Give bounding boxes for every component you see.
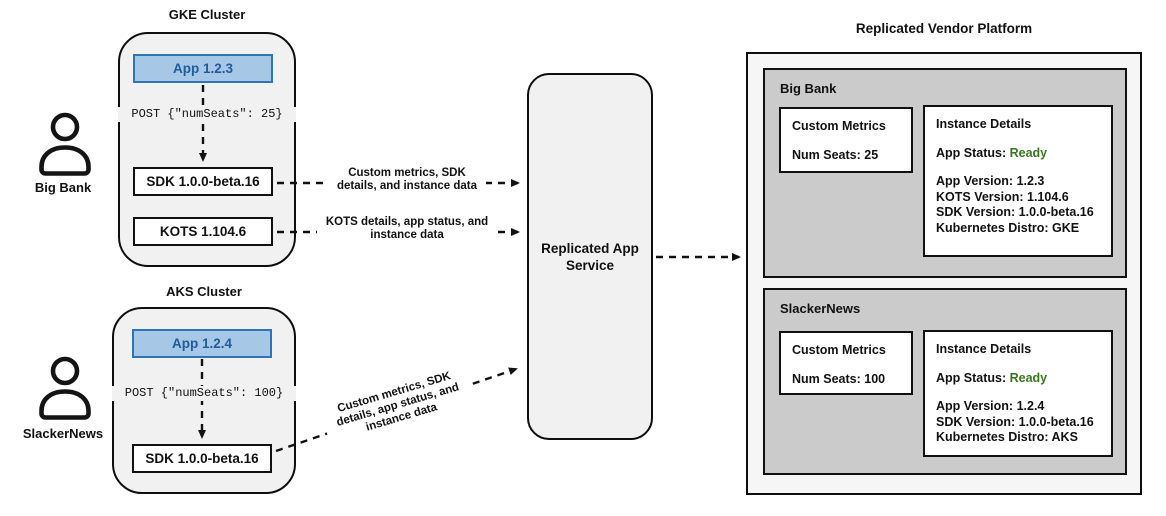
replicated-app-service-box: Replicated App Service — [527, 73, 653, 440]
app-status-line: App Status: Ready — [936, 146, 1100, 161]
instance-detail-lines: App Version: 1.2.3 KOTS Version: 1.104.6… — [936, 174, 1100, 236]
instance-details-title: Instance Details — [936, 117, 1032, 131]
aks-app-version-box: App 1.2.4 — [132, 329, 272, 358]
detail-line: App Version: 1.2.3 — [936, 174, 1045, 188]
custom-metrics-box-big-bank: Custom Metrics Num Seats: 25 — [779, 107, 913, 173]
gke-post-request-label: POST {"numSeats": 25} — [118, 107, 296, 122]
app-status-value: Ready — [1009, 371, 1048, 385]
app-status-line: App Status: Ready — [936, 371, 1100, 386]
gke-app-version-box: App 1.2.3 — [133, 54, 273, 83]
arrow-label-sdk-data: Custom metrics, SDK details, and instanc… — [328, 167, 486, 193]
slackernews-user-icon — [39, 356, 91, 420]
detail-line: App Version: 1.2.4 — [936, 399, 1045, 413]
instance-details-box-big-bank: Instance Details App Status: Ready App V… — [923, 105, 1113, 257]
custom-metrics-title: Custom Metrics — [792, 343, 886, 357]
aks-cluster-title: AKS Cluster — [166, 284, 242, 299]
tenant-name-big-bank: Big Bank — [780, 81, 837, 96]
detail-line: Kubernetes Distro: GKE — [936, 220, 1080, 235]
instance-detail-lines: App Version: 1.2.4 SDK Version: 1.0.0-be… — [936, 399, 1100, 446]
detail-line: SDK Version: 1.0.0-beta.16 — [936, 205, 1094, 219]
aks-post-request-label: POST {"numSeats": 100} — [112, 386, 296, 401]
big-bank-user-icon — [39, 112, 91, 176]
vendor-platform-title: Replicated Vendor Platform — [855, 21, 1033, 36]
app-status-label: App Status: — [936, 146, 1010, 160]
aks-sdk-box: SDK 1.0.0-beta.16 — [132, 444, 272, 473]
custom-metrics-box-slackernews: Custom Metrics Num Seats: 100 — [779, 331, 913, 395]
tenant-name-slackernews: SlackerNews — [780, 301, 861, 316]
detail-line: SDK Version: 1.0.0-beta.16 — [936, 414, 1094, 429]
instance-details-title: Instance Details — [936, 342, 1032, 356]
gke-cluster-title: GKE Cluster — [168, 7, 246, 22]
detail-line: KOTS Version: 1.104.6 — [936, 189, 1069, 204]
replicated-app-service-label: Replicated App Service — [541, 240, 639, 273]
gke-kots-box: KOTS 1.104.6 — [133, 217, 273, 246]
instance-details-box-slackernews: Instance Details App Status: Ready App V… — [923, 330, 1113, 457]
big-bank-user-label: Big Bank — [34, 180, 92, 195]
num-seats-value: Num Seats: 25 — [792, 148, 879, 162]
num-seats-value: Num Seats: 100 — [792, 372, 886, 386]
app-status-label: App Status: — [936, 371, 1010, 385]
slackernews-user-label: SlackerNews — [22, 426, 104, 441]
custom-metrics-title: Custom Metrics — [792, 119, 886, 133]
app-status-value: Ready — [1009, 146, 1048, 160]
arrow-label-kots-data: KOTS details, app status, and instance d… — [317, 216, 497, 242]
gke-sdk-box: SDK 1.0.0-beta.16 — [133, 167, 273, 196]
arrow-label-aks-sdk-data: Custom metrics, SDK details, app status,… — [319, 365, 477, 446]
detail-line: Kubernetes Distro: AKS — [936, 430, 1078, 444]
